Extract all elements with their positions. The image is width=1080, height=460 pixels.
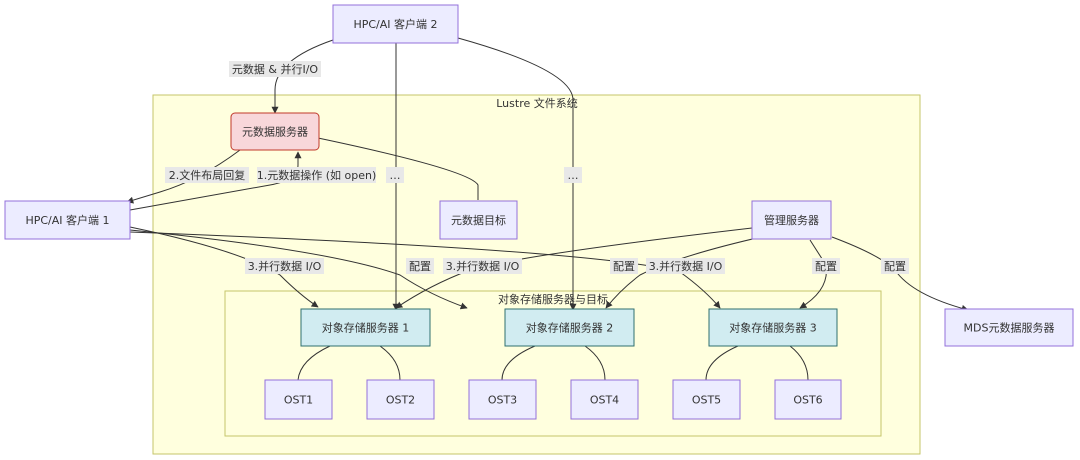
svg-text:…: … bbox=[390, 169, 401, 182]
node-ost3-label: OST3 bbox=[488, 394, 517, 407]
node-ost6-label: OST6 bbox=[793, 394, 822, 407]
node-ost2[interactable]: OST2 bbox=[366, 379, 435, 420]
node-ost1[interactable]: OST1 bbox=[264, 379, 333, 420]
node-oss1[interactable]: 对象存储服务器 1 bbox=[300, 308, 431, 347]
edge-oss1-ost2 bbox=[379, 345, 401, 381]
node-mdt-label: 元数据目标 bbox=[451, 213, 506, 227]
node-ost4-label: OST4 bbox=[590, 394, 619, 407]
node-ost3[interactable]: OST3 bbox=[468, 379, 537, 420]
node-mds-external-label: MDS元数据服务器 bbox=[964, 321, 1055, 335]
svg-text:配置: 配置 bbox=[409, 260, 431, 273]
svg-text:…: … bbox=[568, 169, 579, 182]
node-mds-label: 元数据服务器 bbox=[242, 125, 308, 139]
edge-label-cfg2: 配置 bbox=[610, 258, 638, 274]
node-client2-label: HPC/AI 客户端 2 bbox=[353, 17, 437, 31]
node-oss3[interactable]: 对象存储服务器 3 bbox=[708, 308, 838, 347]
node-client1[interactable]: HPC/AI 客户端 1 bbox=[4, 200, 131, 240]
edge-client1-oss3 bbox=[129, 231, 721, 309]
svg-text:元数据 & 并行I/O: 元数据 & 并行I/O bbox=[232, 62, 319, 76]
edge-label-io1: 3.并行数据 I/O bbox=[245, 258, 324, 274]
edge-oss2-ost3 bbox=[501, 345, 536, 381]
edge-label-io2: 3.并行数据 I/O bbox=[443, 258, 522, 274]
edge-client1-oss2 bbox=[129, 229, 468, 310]
edge-labels: 元数据 & 并行I/O 2.文件布局回复 1.元数据操作 (如 open) … … bbox=[165, 61, 909, 274]
svg-text:3.并行数据 I/O: 3.并行数据 I/O bbox=[248, 259, 322, 273]
edge-oss3-ost5 bbox=[705, 345, 739, 381]
svg-text:配置: 配置 bbox=[815, 260, 837, 273]
edge-label-meta-io: 元数据 & 并行I/O bbox=[229, 61, 321, 77]
node-ost4[interactable]: OST4 bbox=[570, 379, 639, 420]
node-mds-external[interactable]: MDS元数据服务器 bbox=[944, 308, 1074, 347]
edge-label-cfg1: 配置 bbox=[406, 258, 434, 274]
node-oss1-label: 对象存储服务器 1 bbox=[322, 321, 410, 335]
node-ost2-label: OST2 bbox=[386, 394, 415, 407]
node-oss3-label: 对象存储服务器 3 bbox=[729, 321, 817, 335]
edge-label-io3: 3.并行数据 I/O bbox=[646, 258, 725, 274]
edge-oss3-ost6 bbox=[789, 345, 809, 381]
node-ost6[interactable]: OST6 bbox=[774, 379, 842, 420]
edge-label-meta-op: 1.元数据操作 (如 open) bbox=[257, 167, 377, 183]
node-ost5-label: OST5 bbox=[692, 394, 721, 407]
cluster-lustre-title: Lustre 文件系统 bbox=[496, 96, 578, 110]
node-client1-label: HPC/AI 客户端 1 bbox=[25, 213, 109, 227]
node-oss2-label: 对象存储服务器 2 bbox=[526, 321, 614, 335]
edge-label-cfg3: 配置 bbox=[812, 258, 840, 274]
node-mgs[interactable]: 管理服务器 bbox=[751, 200, 832, 240]
node-ost5[interactable]: OST5 bbox=[672, 379, 741, 420]
node-oss2[interactable]: 对象存储服务器 2 bbox=[504, 308, 635, 347]
node-ost1-label: OST1 bbox=[284, 394, 313, 407]
cluster-oss-group-title: 对象存储服务器与目标 bbox=[498, 292, 608, 306]
svg-text:3.并行数据 I/O: 3.并行数据 I/O bbox=[649, 259, 723, 273]
svg-text:3.并行数据 I/O: 3.并行数据 I/O bbox=[446, 259, 520, 273]
edge-label-cfg4: 配置 bbox=[881, 258, 909, 274]
svg-text:2.文件布局回复: 2.文件布局回复 bbox=[169, 168, 246, 182]
edge-mds-mdt bbox=[317, 137, 479, 200]
edge-label-ellipsis-a: … bbox=[386, 167, 404, 183]
svg-text:配置: 配置 bbox=[884, 260, 906, 273]
edge-client2-oss2 bbox=[457, 37, 577, 311]
node-mdt[interactable]: 元数据目标 bbox=[439, 200, 518, 240]
svg-text:配置: 配置 bbox=[613, 260, 635, 273]
edge-label-layout-reply: 2.文件布局回复 bbox=[165, 167, 249, 183]
edge-label-ellipsis-b: … bbox=[564, 167, 582, 183]
node-mds[interactable]: 元数据服务器 bbox=[230, 112, 320, 151]
edge-oss2-ost4 bbox=[584, 345, 606, 381]
node-mgs-label: 管理服务器 bbox=[764, 213, 819, 227]
edge-oss1-ost1 bbox=[297, 345, 331, 381]
node-client2[interactable]: HPC/AI 客户端 2 bbox=[332, 4, 459, 44]
svg-text:1.元数据操作 (如 open): 1.元数据操作 (如 open) bbox=[257, 168, 377, 182]
